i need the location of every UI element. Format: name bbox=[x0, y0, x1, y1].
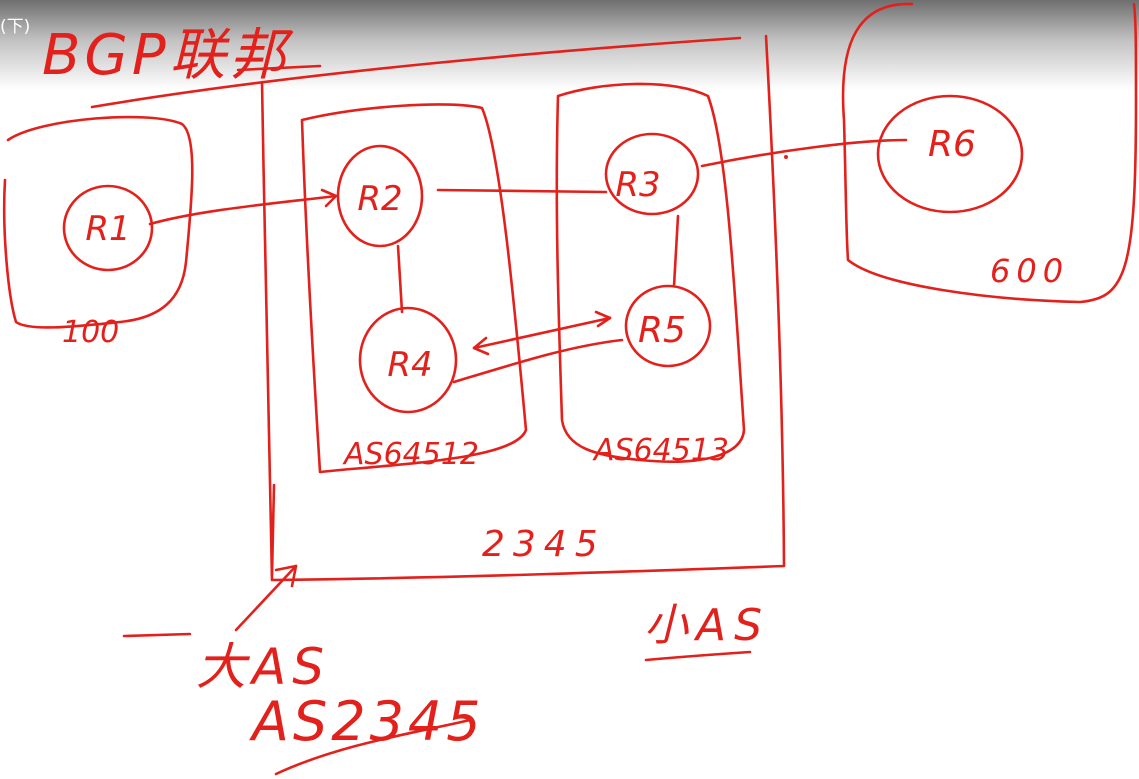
router-r4-circle bbox=[358, 306, 458, 414]
sub-as-64512-region bbox=[300, 103, 528, 474]
sub-as-64513-label: AS64513 bbox=[592, 433, 729, 468]
confederation-boundary-left-line bbox=[270, 483, 276, 577]
small-as-underline bbox=[644, 650, 752, 662]
as-100-region bbox=[2, 115, 194, 329]
link-r3-r5 bbox=[672, 214, 680, 288]
router-r3-circle bbox=[604, 132, 700, 216]
link-r2-r3 bbox=[436, 188, 608, 194]
video-title: (下) bbox=[0, 17, 31, 37]
router-r1-label: R1 bbox=[85, 209, 130, 249]
sub-as-64512-label: AS64512 bbox=[342, 437, 479, 472]
link-r4-r5-curve bbox=[452, 338, 624, 384]
confederation-as-label: 2345 bbox=[482, 524, 606, 565]
small-as-label: 小AS bbox=[644, 600, 770, 651]
as-600-label: 600 bbox=[990, 252, 1069, 290]
big-as-pointer-arrowhead bbox=[274, 564, 298, 588]
annotation-dash bbox=[122, 632, 192, 638]
router-r3-label: R3 bbox=[615, 165, 660, 205]
confederation-boundary bbox=[260, 34, 786, 582]
as-100-label: 100 bbox=[62, 315, 119, 350]
router-r6-circle bbox=[876, 94, 1024, 214]
big-as-label: 大AS bbox=[196, 638, 330, 696]
big-as-pointer-arrow bbox=[234, 564, 298, 632]
router-r6-label: R6 bbox=[928, 124, 976, 165]
router-r2-label: R2 bbox=[357, 179, 402, 219]
link-r2-r4 bbox=[396, 244, 404, 314]
ink-dot bbox=[784, 155, 788, 159]
diagram-heading: BGP联邦 bbox=[42, 23, 294, 88]
double-arrow-right-head bbox=[594, 310, 612, 328]
link-r1-r2-arrowhead bbox=[320, 188, 338, 208]
big-as-number-underline bbox=[274, 718, 472, 776]
big-as-number-label: AS2345 bbox=[249, 690, 485, 753]
link-r3-r6 bbox=[700, 138, 908, 168]
double-arrow-left-head bbox=[472, 336, 490, 356]
router-r2-circle bbox=[336, 144, 424, 248]
router-r1-circle bbox=[62, 184, 154, 272]
router-r5-label: R5 bbox=[638, 310, 686, 351]
router-r4-label: R4 bbox=[387, 345, 432, 385]
link-r1-r2 bbox=[148, 194, 338, 226]
link-r4-r5-double-arrow bbox=[472, 316, 612, 350]
router-r5-circle bbox=[624, 284, 712, 368]
sub-as-64513-region bbox=[555, 82, 746, 463]
